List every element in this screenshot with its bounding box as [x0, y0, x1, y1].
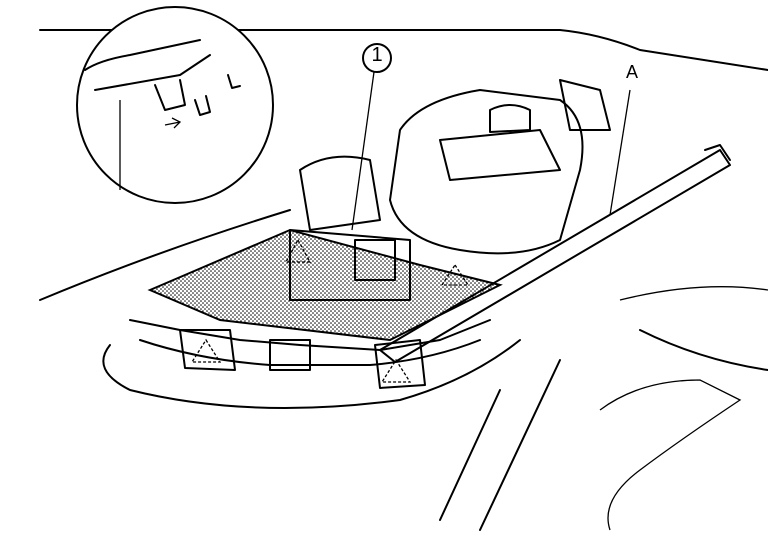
callout-circle-1 — [362, 43, 392, 73]
headliner — [39, 29, 768, 531]
map-lamp-assembly — [129, 228, 503, 389]
callouts — [351, 43, 392, 231]
callout-leader-1 — [351, 71, 375, 231]
callout-tool-a: A — [626, 62, 639, 82]
callout-part-1: 1 — [371, 44, 383, 66]
clip-marks — [190, 238, 470, 383]
console-housing — [299, 79, 611, 255]
detail-inset — [76, 6, 274, 204]
remover-tool — [379, 89, 731, 363]
